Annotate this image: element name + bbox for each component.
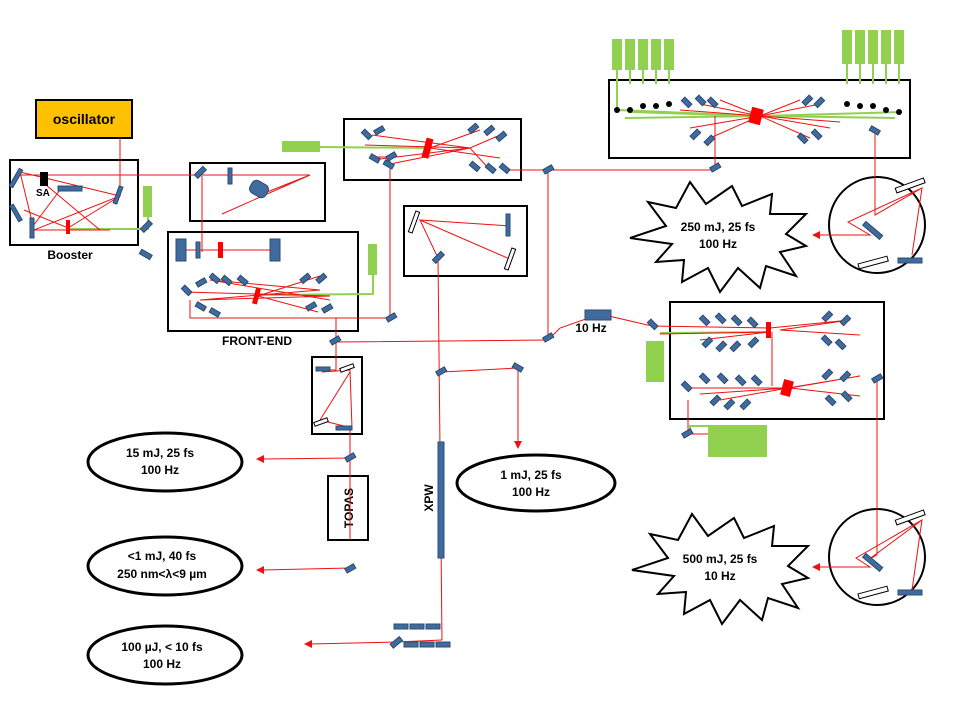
output-100uj-line2: 100 Hz	[143, 657, 181, 671]
sa-label: SA	[36, 188, 50, 199]
output-lt1mj-line1: <1 mJ, 40 fs	[128, 549, 197, 563]
pump-mirrors	[614, 101, 902, 115]
output-250mj-burst	[629, 180, 809, 294]
xpw-label: XPW	[422, 484, 436, 512]
output-1mj-ellipse	[455, 453, 617, 513]
output-lt1mj-line2: 250 nm<λ<9 µm	[117, 567, 207, 581]
front-end-box	[167, 231, 359, 332]
compressor-250mj	[828, 176, 926, 274]
front-end-label: FRONT-END	[222, 334, 292, 348]
output-15mj-ellipse	[86, 431, 244, 493]
output-500mj-line2: 10 Hz	[704, 569, 735, 583]
output-15mj-line2: 100 Hz	[141, 463, 179, 477]
stretcher-box	[189, 162, 326, 222]
periscope-box	[311, 356, 363, 435]
mirrors	[8, 94, 926, 649]
pump-lasers	[143, 30, 904, 457]
ten-hz-label: 10 Hz	[575, 321, 606, 335]
output-1mj-line1: 1 mJ, 25 fs	[500, 468, 562, 482]
booster-label: Booster	[47, 248, 93, 262]
output-lt1mj-ellipse	[86, 535, 244, 597]
topas-box	[327, 475, 369, 541]
output-15mj-line1: 15 mJ, 25 fs	[126, 446, 194, 460]
output-500mj-line1: 500 mJ, 25 fs	[683, 552, 758, 566]
output-500mj-burst	[631, 512, 811, 626]
gain-crystals	[40, 106, 794, 398]
booster-box	[9, 159, 139, 246]
output-250mj-line2: 100 Hz	[699, 237, 737, 251]
oscillator-label: oscillator	[53, 111, 116, 127]
output-1mj-line2: 100 Hz	[512, 485, 550, 499]
amp-10hz-box	[669, 301, 885, 420]
arrowheads	[256, 231, 820, 648]
output-100uj-line1: 100 µJ, < 10 fs	[121, 640, 203, 654]
output-250mj-line1: 250 mJ, 25 fs	[681, 220, 756, 234]
amp1-box	[343, 118, 522, 181]
amp-100hz-box	[608, 79, 911, 159]
topas-label: TOPAS	[342, 488, 356, 528]
output-100uj-ellipse	[86, 624, 244, 686]
compressor-small-box	[403, 205, 528, 277]
oscillator-box	[35, 99, 133, 139]
